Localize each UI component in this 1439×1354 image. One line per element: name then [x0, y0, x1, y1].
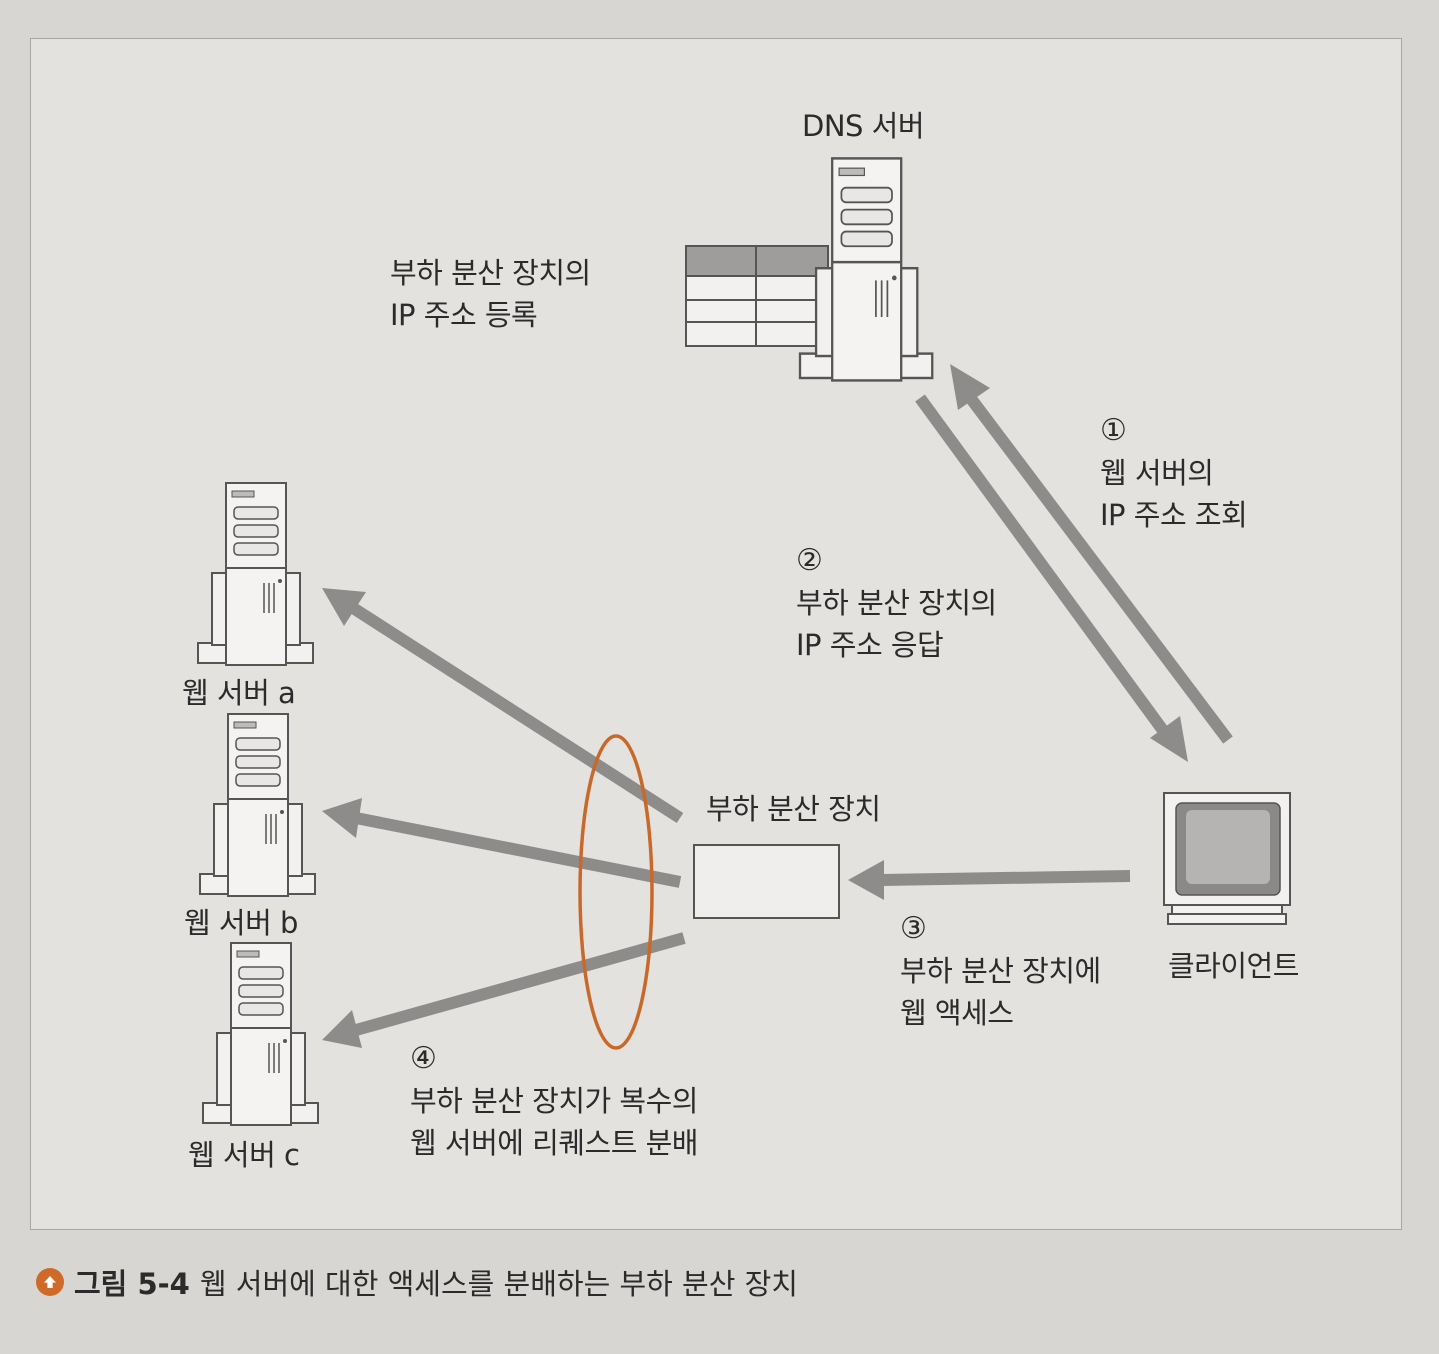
step1-number: ①	[1100, 413, 1127, 448]
arrow-step2-head	[1150, 716, 1188, 762]
dns-server-icon	[798, 157, 934, 382]
step3-number: ③	[900, 911, 927, 946]
arrow-to-server-c	[354, 932, 686, 1036]
arrow-step3	[879, 870, 1131, 886]
arrow-step3-head	[848, 860, 884, 900]
web-server-c-icon	[202, 942, 319, 1126]
client-label: 클라이언트	[1168, 949, 1299, 983]
arrow-step1-head	[950, 364, 990, 410]
arrow-to-server-b-head	[322, 798, 362, 838]
step3-line1: 부하 분산 장치에	[900, 954, 1101, 988]
step4-annotation: ④ 부하 분산 장치가 복수의 웹 서버에 리퀘스트 분배	[410, 1038, 698, 1164]
web-server-b-label: 웹 서버 b	[184, 906, 298, 940]
web-server-a-label: 웹 서버 a	[182, 676, 296, 710]
register-line2: IP 주소 등록	[390, 298, 538, 332]
arrow-step2	[915, 394, 1175, 744]
step2-number: ②	[796, 543, 823, 578]
step1-annotation: ① 웹 서버의 IP 주소 조회	[1100, 410, 1248, 536]
load-balancer-label: 부하 분산 장치	[706, 792, 881, 826]
arrow-to-server-b	[354, 812, 682, 888]
web-server-c-label: 웹 서버 c	[188, 1138, 300, 1172]
figure-caption: 그림 5-4 웹 서버에 대한 액세스를 분배하는 부하 분산 장치	[36, 1262, 798, 1302]
arrow-up-circle-icon	[36, 1268, 64, 1296]
distribution-highlight-ellipse	[578, 734, 654, 1050]
dns-server-label: DNS 서버	[802, 109, 925, 143]
step4-line2: 웹 서버에 리퀘스트 분배	[410, 1126, 698, 1160]
load-balancer-box	[693, 844, 840, 919]
client-monitor-icon	[1163, 792, 1291, 925]
step3-annotation: ③ 부하 분산 장치에 웹 액세스	[900, 908, 1101, 1034]
step2-line2: IP 주소 응답	[796, 628, 944, 662]
caption-text: 웹 서버에 대한 액세스를 분배하는 부하 분산 장치	[199, 1267, 798, 1301]
web-server-b-icon	[199, 713, 316, 897]
arrow-to-server-a	[346, 600, 684, 824]
step3-line2: 웹 액세스	[900, 996, 1014, 1030]
arrow-step1	[961, 388, 1233, 744]
dns-table-icon	[685, 245, 829, 347]
register-annotation: 부하 분산 장치의 IP 주소 등록	[390, 252, 591, 336]
step2-line1: 부하 분산 장치의	[796, 586, 997, 620]
step1-line1: 웹 서버의	[1100, 456, 1214, 490]
caption-title: 그림 5-4	[74, 1267, 190, 1301]
step1-line2: IP 주소 조회	[1100, 498, 1248, 532]
step4-line1: 부하 분산 장치가 복수의	[410, 1084, 698, 1118]
arrow-to-server-a-head	[322, 588, 366, 626]
web-server-a-icon	[197, 482, 314, 666]
arrow-to-server-c-head	[322, 1010, 362, 1048]
step2-annotation: ② 부하 분산 장치의 IP 주소 응답	[796, 540, 997, 666]
step4-number: ④	[410, 1041, 437, 1076]
register-line1: 부하 분산 장치의	[390, 256, 591, 290]
